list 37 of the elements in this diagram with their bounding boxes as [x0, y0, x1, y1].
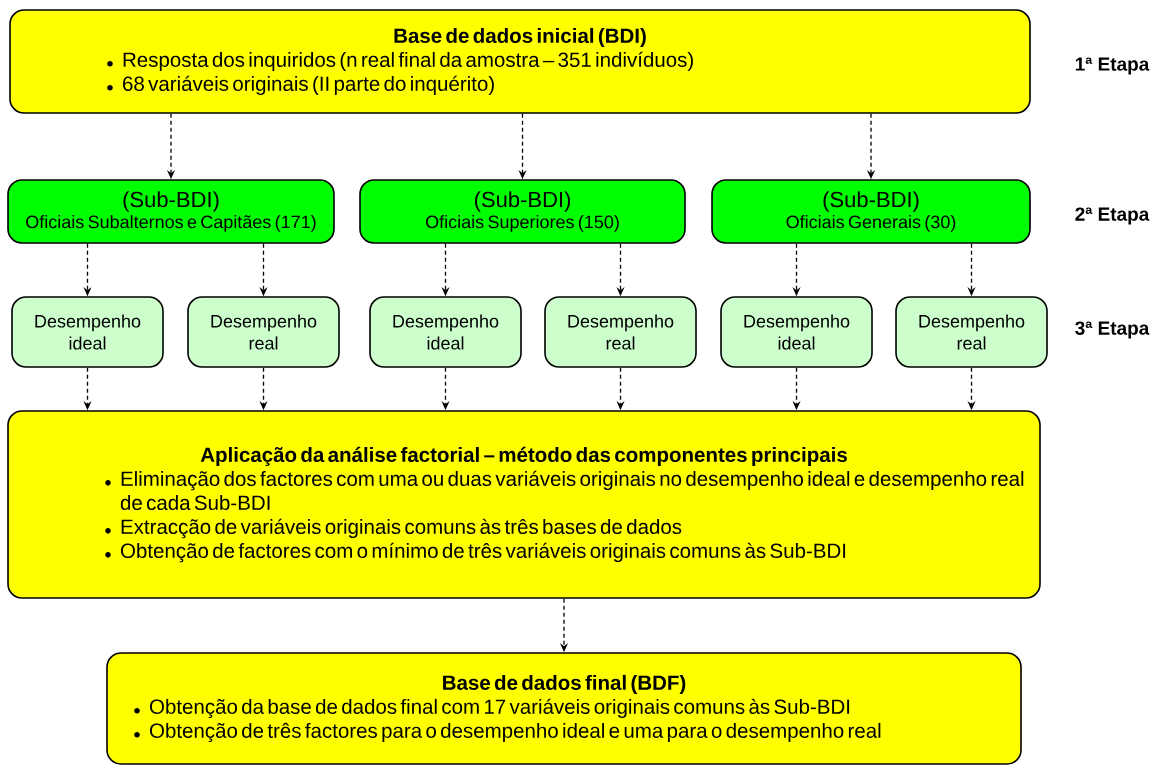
- step-box: [11, 296, 164, 368]
- box-heading: (Sub-BDI): [474, 191, 571, 212]
- box-text: Desempenho real: [919, 314, 1025, 350]
- stage-label: 3ª Etapa: [1075, 321, 1150, 339]
- box-text: Desempenho real: [568, 314, 674, 350]
- box-text: Desempenho real: [211, 314, 317, 350]
- bullet-item: Resposta dos inquiridos (n real final da amostra – 351 indivíduos): [107, 51, 693, 72]
- bullet-item: Eliminação dos factores com uma ou duas variáveis originais no desempenho ideal e desempenho real de cada Sub-BDI: [105, 470, 1024, 511]
- box-text: Desempenho ideal: [35, 314, 141, 350]
- group-box: [7, 179, 335, 244]
- bullet-item: Obtenção de três factores para o desempenho ideal e uma para o desempenho real: [134, 722, 881, 743]
- group-box: [359, 179, 686, 244]
- step-box: [544, 296, 697, 368]
- bullet-item: Obtenção da base de dados final com 17 variáveis originais comuns às Sub-BDI: [134, 698, 850, 719]
- box-heading: (Sub-BDI): [123, 191, 219, 212]
- step-box: [187, 296, 340, 368]
- box-subtitle: Oficiais Generais (30): [786, 215, 956, 232]
- bullet-item: Extracção de variáveis originais comuns às três bases de dados: [105, 518, 682, 539]
- bullet-item: Obtenção de factores com o mínimo de três variáveis originais comuns às Sub-BDI: [105, 542, 846, 563]
- box-subtitle: Oficiais Superiores (150): [426, 215, 619, 232]
- process-box: [9, 9, 1031, 114]
- stage-label: 1ª Etapa: [1075, 57, 1150, 75]
- process-box: [7, 410, 1041, 599]
- step-box: [895, 296, 1048, 368]
- box-subtitle: Oficiais Subalternos e Capitães (171): [26, 215, 316, 232]
- stage-label: 2ª Etapa: [1075, 207, 1150, 225]
- step-box: [369, 296, 522, 368]
- bullet-item: 68 variáveis originais (II parte do inquérito): [107, 75, 494, 96]
- step-box: [720, 296, 873, 368]
- box-title: Base de dados inicial (BDI): [394, 27, 646, 48]
- process-box: [106, 652, 1022, 765]
- group-box: [711, 179, 1031, 244]
- box-title: Aplicação da análise factorial – método das componentes principais: [200, 446, 847, 467]
- box-heading: (Sub-BDI): [823, 191, 919, 212]
- box-text: Desempenho ideal: [393, 314, 499, 350]
- box-text: Desempenho ideal: [744, 314, 850, 350]
- box-title: Base de dados final (BDF): [443, 674, 686, 694]
